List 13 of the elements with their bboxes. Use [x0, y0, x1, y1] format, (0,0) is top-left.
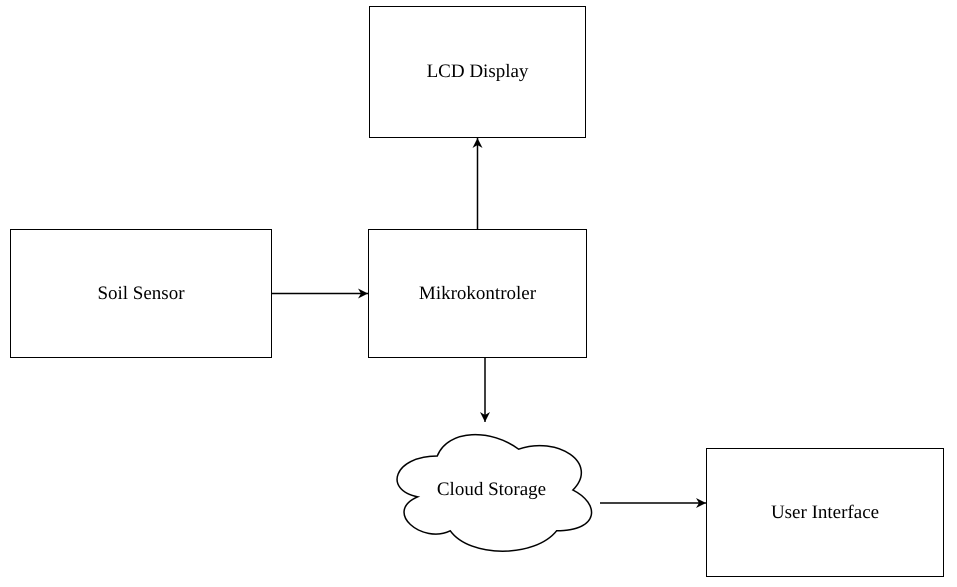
node-label: LCD Display: [426, 61, 528, 83]
node-label: Cloud Storage: [436, 479, 546, 501]
arrow: [272, 288, 368, 298]
arrow: [600, 498, 706, 508]
process-box: [369, 6, 586, 138]
process-box: [706, 448, 944, 577]
arrow: [480, 358, 490, 422]
node-label: Soil Sensor: [97, 282, 185, 304]
process-box: [368, 229, 587, 358]
node-label: Mikrokontroler: [418, 282, 536, 304]
arrow: [472, 138, 482, 229]
node-label: User Interface: [770, 502, 880, 524]
process-box: [10, 229, 272, 358]
